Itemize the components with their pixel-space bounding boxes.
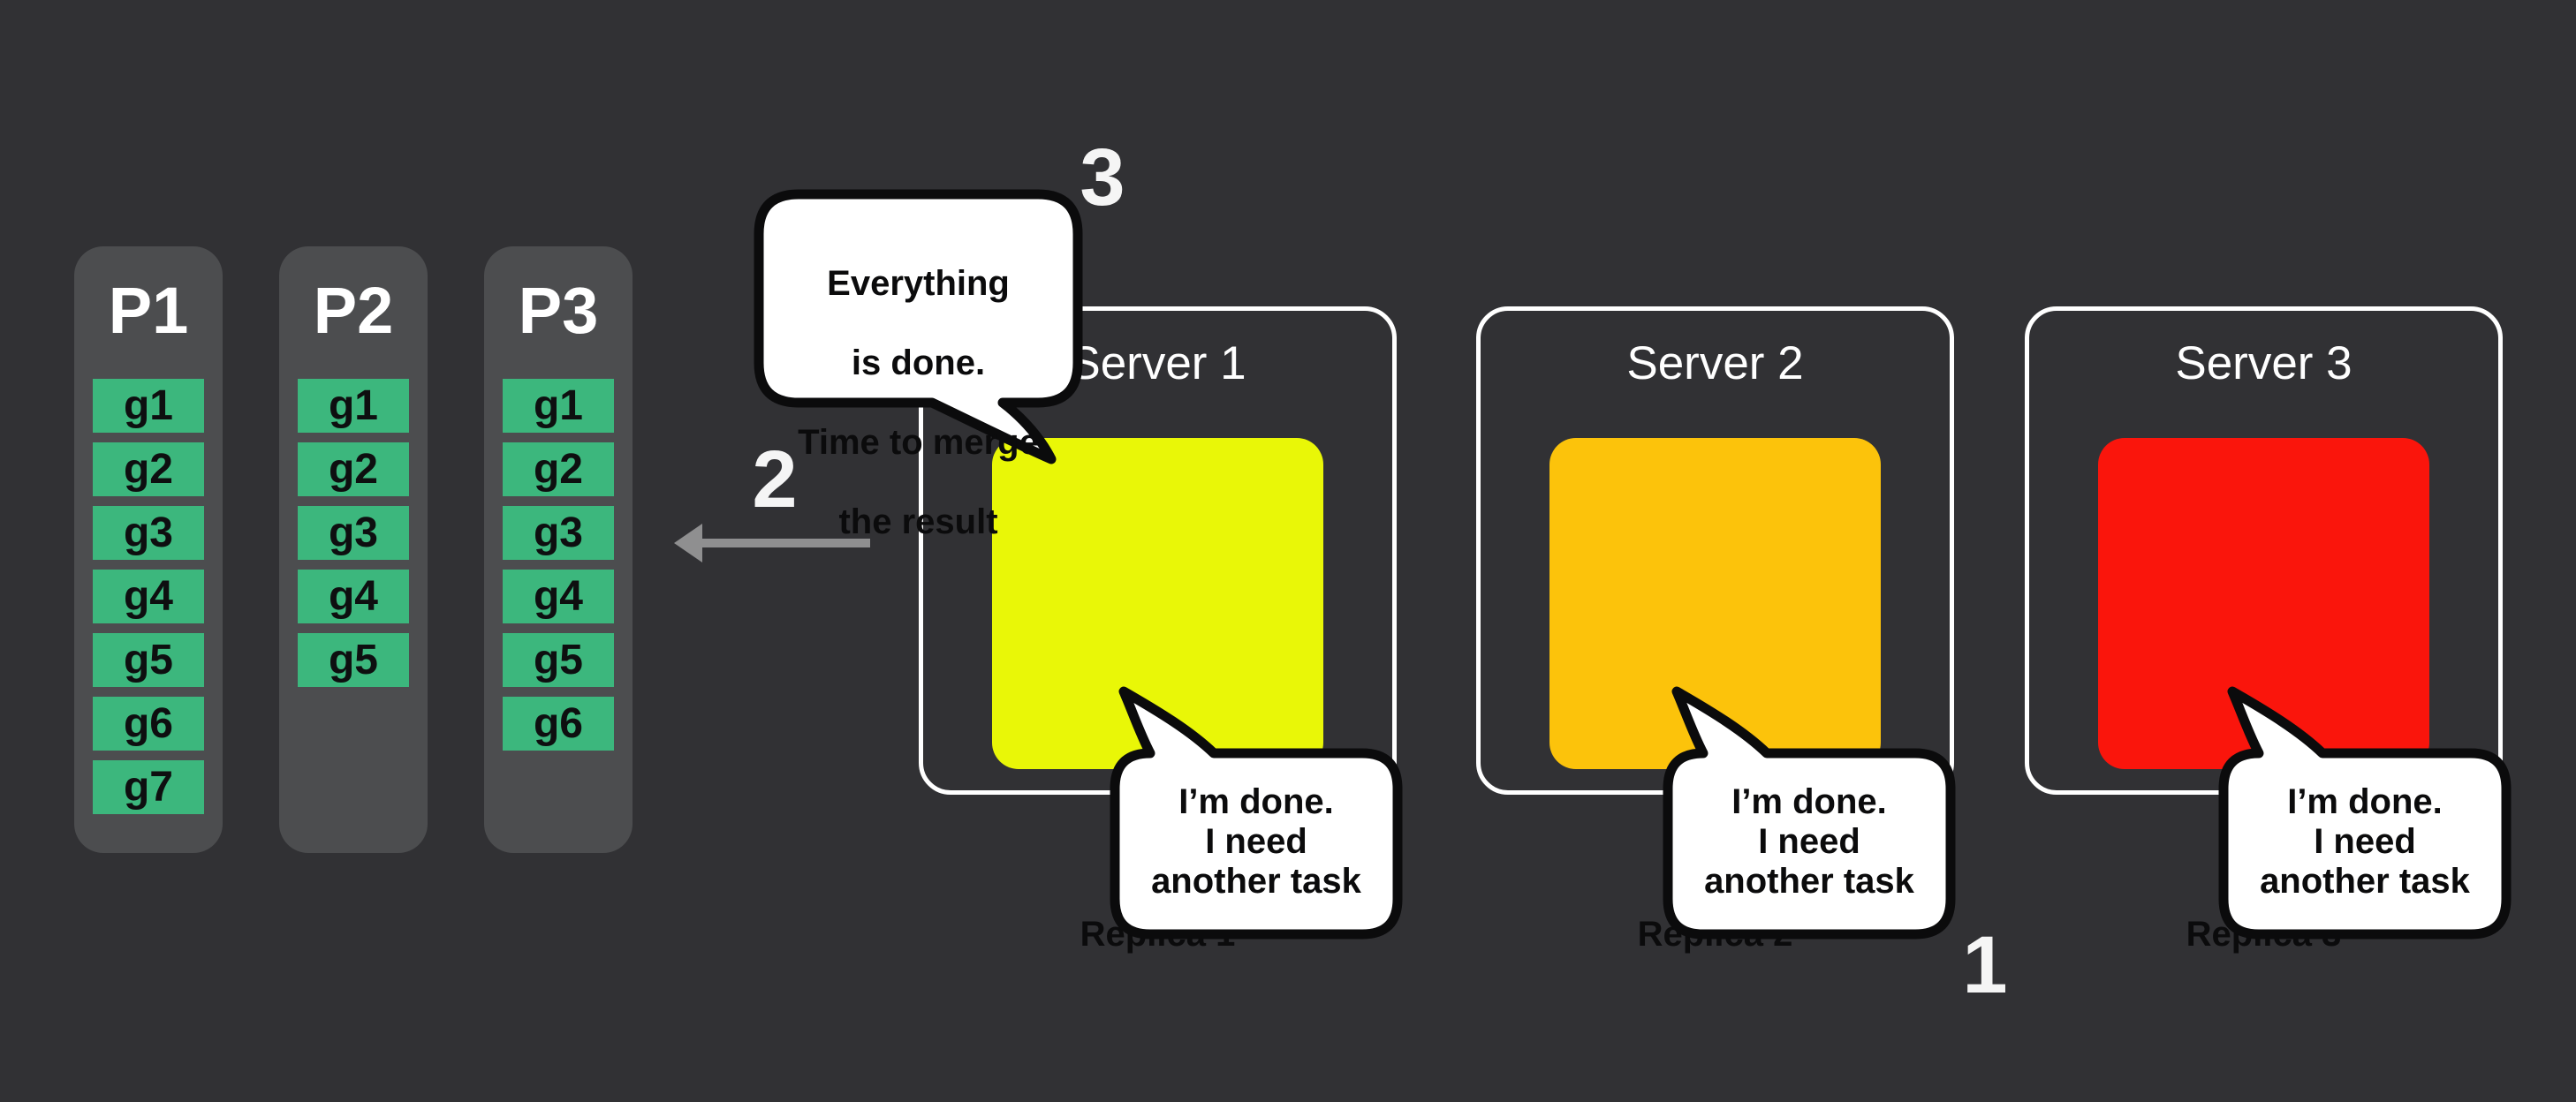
task-tile-g3: g3 [93,506,204,560]
task-tile-g5: g5 [298,633,409,687]
partition-title: P3 [518,274,599,347]
reply-speech-bubble-2 [1663,686,1956,940]
task-tile-stack: g1 g2 g3 g4 g5 g6 [503,379,614,760]
reply-speech-bubble-1 [1110,686,1403,940]
task-tile-g2: g2 [93,442,204,496]
partition-column-p2: P2 g1 g2 g3 g4 g5 [279,246,428,853]
reply-bubble-line: I need [1758,822,1860,861]
reply-bubble-line: I’m done. [1731,782,1887,821]
step-number-2: 2 [752,434,798,525]
reply-bubble-line: I need [2314,822,2416,861]
merge-bubble-line: Everything [827,264,1010,303]
merge-bubble-text: Everything is done. Time to merge the re… [754,224,1082,582]
reply-bubble-line: I’m done. [1178,782,1334,821]
merge-speech-bubble [754,189,1083,464]
merge-arrow-left-icon [674,524,870,562]
task-tile-g1: g1 [503,379,614,433]
partition-column-p3: P3 g1 g2 g3 g4 g5 g6 [484,246,633,853]
task-tile-g2: g2 [503,442,614,496]
server-label-2: Server 2 [1626,337,1804,389]
task-tile-g5: g5 [503,633,614,687]
reply-speech-bubble-3 [2218,686,2512,940]
task-tile-g4: g4 [93,570,204,623]
server-label-3: Server 3 [2175,337,2352,389]
task-tile-g1: g1 [93,379,204,433]
merge-bubble-line: Time to merge [798,423,1039,462]
task-tile-g6: g6 [93,697,204,751]
task-tile-g1: g1 [298,379,409,433]
task-tile-g5: g5 [93,633,204,687]
partition-title: P1 [108,274,189,347]
reply-bubble-line: I need [1205,822,1307,861]
reply-bubble-line: another task [1704,862,1914,901]
task-tile-g4: g4 [503,570,614,623]
reply-bubble-line: I’m done. [2287,782,2443,821]
merge-bubble-line: the result [838,502,998,541]
task-tile-g6: g6 [503,697,614,751]
partition-column-p1: P1 g1 g2 g3 g4 g5 g6 g7 [74,246,223,853]
task-tile-g3: g3 [298,506,409,560]
task-tile-stack: g1 g2 g3 g4 g5 [298,379,409,697]
task-tile-stack: g1 g2 g3 g4 g5 g6 g7 [93,379,204,824]
task-tile-g3: g3 [503,506,614,560]
partition-title: P2 [313,274,394,347]
task-tile-g4: g4 [298,570,409,623]
merge-bubble-line: is done. [851,343,986,382]
task-tile-g7: g7 [93,760,204,814]
reply-bubble-line: another task [1151,862,1361,901]
step-number-3: 3 [1080,132,1125,223]
server-label-1: Server 1 [1069,337,1246,389]
task-tile-g2: g2 [298,442,409,496]
reply-bubble-line: another task [2260,862,2470,901]
step-number-1: 1 [1962,920,2008,1010]
